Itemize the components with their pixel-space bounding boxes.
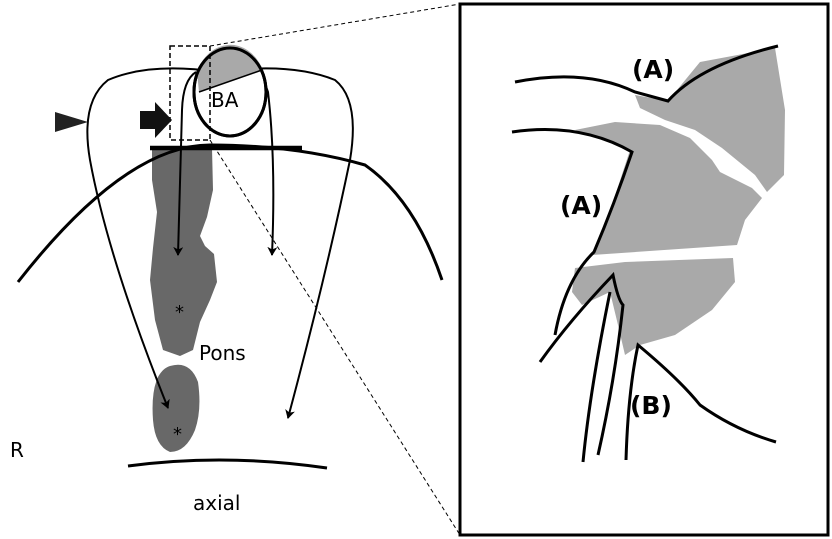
ba-label: BA [211,88,239,112]
pons-lesion-upper [150,148,217,356]
inset-label-b: (B) [630,391,672,420]
side-label: R [10,438,24,462]
view-label: axial [193,491,240,515]
magnified-inset: (A) (A) (B) [460,4,828,535]
inset-label-a-top: (A) [632,55,674,84]
zoom-connector-bottom [210,140,460,535]
left-triangle-pointer-icon [55,112,88,132]
outer-arch [18,145,442,282]
inset-label-a-middle: (A) [560,191,602,220]
axial-schematic: BA Pons R axial * * [10,45,442,515]
right-block-arrow-icon [140,102,172,138]
pons-label: Pons [199,341,246,365]
zoom-connector-top [210,4,460,46]
lesion-marker-upper: * [175,302,184,323]
dorsal-line [128,460,327,468]
lesion-marker-lower: * [173,424,182,445]
